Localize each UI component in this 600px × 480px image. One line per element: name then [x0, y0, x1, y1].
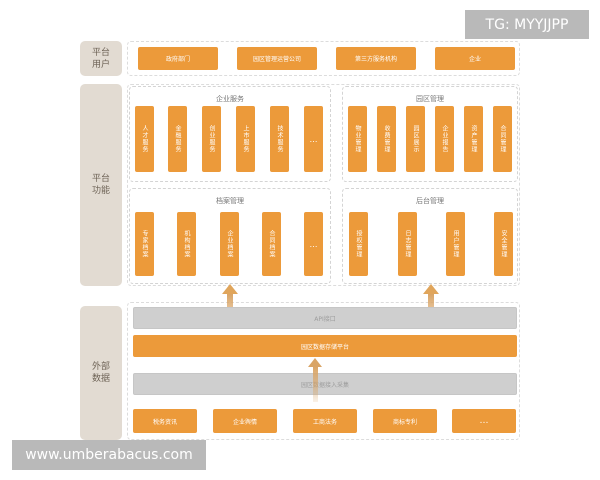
func-more-ellipsis: …	[304, 106, 323, 172]
func-property-management: 物业管理	[348, 106, 367, 172]
source-business-legal: 工商法务	[293, 409, 357, 433]
func-archive-ellipsis: …	[304, 212, 323, 276]
api-interface-bar: API接口	[133, 307, 517, 329]
func-tech-service: 技术服务	[270, 106, 289, 172]
watermark-bottom: www.umberabacus.com	[12, 440, 206, 470]
panel-title-archive-management: 档案管理	[216, 197, 244, 205]
data-collection-bar: 园区数据接入采集	[133, 373, 517, 395]
panel-enterprise-services: 企业服务	[129, 86, 331, 182]
user-park-operator: 园区管理运营公司	[237, 47, 317, 70]
func-authorization-management: 授权管理	[349, 212, 368, 276]
func-park-display: 园区展示	[406, 106, 425, 172]
func-fee-management: 收费管理	[377, 106, 396, 172]
section-label-platform-functions: 平台功能	[80, 84, 122, 286]
func-user-management: 用户管理	[446, 212, 465, 276]
watermark-top: TG: MYYJJPP	[465, 10, 589, 39]
user-third-party: 第三方服务机构	[336, 47, 416, 70]
panel-archive-management: 档案管理	[129, 188, 331, 284]
func-security-management: 安全管理	[494, 212, 513, 276]
func-startup-service: 创业服务	[202, 106, 221, 172]
func-expert-archive: 专家档案	[135, 212, 154, 276]
up-arrow-center-icon	[307, 358, 323, 402]
panel-title-backend-management: 后台管理	[416, 197, 444, 205]
source-tax-info: 税务资讯	[133, 409, 197, 433]
func-finance-service: 金融服务	[168, 106, 187, 172]
panel-title-enterprise-services: 企业服务	[216, 95, 244, 103]
panel-park-management: 园区管理	[342, 86, 518, 182]
func-institution-archive: 机构档案	[177, 212, 196, 276]
section-label-platform-users: 平台用户	[80, 41, 122, 76]
func-listing-service: 上市服务	[236, 106, 255, 172]
panel-backend-management: 后台管理	[342, 188, 518, 284]
data-storage-platform-bar: 园区数据存储平台	[133, 335, 517, 357]
user-government: 政府部门	[138, 47, 218, 70]
func-enterprise-report: 企业报告	[435, 106, 454, 172]
source-public-opinion: 企业舆情	[213, 409, 277, 433]
func-asset-management: 资产管理	[464, 106, 483, 172]
func-contract-management: 合同管理	[493, 106, 512, 172]
func-enterprise-archive: 企业档案	[220, 212, 239, 276]
source-trademark-patent: 商标专利	[373, 409, 437, 433]
func-talent-service: 人才服务	[135, 106, 154, 172]
func-log-management: 日志管理	[398, 212, 417, 276]
func-contract-archive: 合同档案	[262, 212, 281, 276]
user-enterprise: 企业	[435, 47, 515, 70]
panel-title-park-management: 园区管理	[416, 95, 444, 103]
source-ellipsis: …	[452, 409, 516, 433]
section-label-external-data: 外部数据	[80, 306, 122, 440]
